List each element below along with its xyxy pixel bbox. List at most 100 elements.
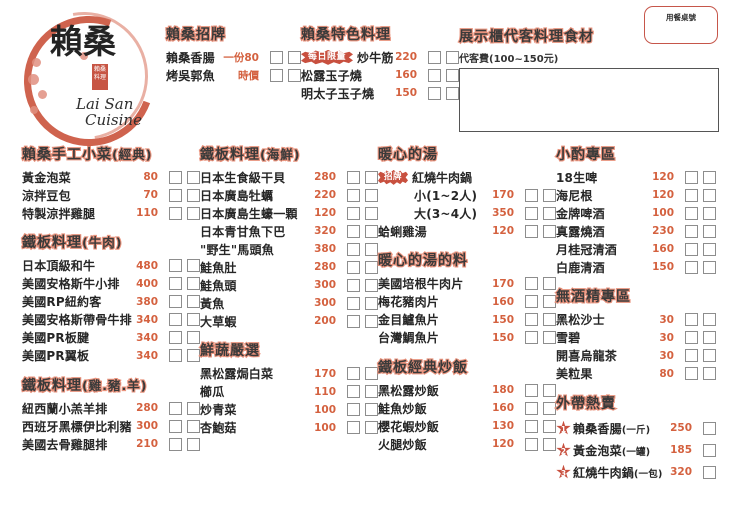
order-checkboxes[interactable] — [680, 331, 716, 345]
order-checkbox[interactable] — [187, 170, 200, 184]
order-checkbox[interactable] — [169, 313, 182, 327]
order-checkboxes[interactable] — [342, 170, 378, 184]
order-checkbox[interactable] — [347, 278, 360, 292]
order-checkbox[interactable] — [347, 242, 360, 256]
order-checkboxes[interactable] — [680, 313, 716, 327]
order-checkbox[interactable] — [187, 277, 200, 291]
order-checkbox[interactable] — [446, 50, 459, 64]
order-checkbox[interactable] — [270, 68, 283, 82]
order-checkbox[interactable] — [347, 385, 360, 399]
order-checkbox[interactable] — [428, 68, 441, 82]
order-checkbox[interactable] — [703, 349, 716, 363]
order-checkboxes[interactable] — [680, 170, 716, 184]
order-checkbox[interactable] — [187, 313, 200, 327]
order-checkboxes[interactable] — [342, 367, 378, 381]
order-checkbox[interactable] — [169, 401, 182, 415]
order-checkbox[interactable] — [703, 224, 716, 238]
order-checkboxes[interactable] — [342, 206, 378, 220]
order-checkbox[interactable] — [543, 313, 556, 327]
order-checkboxes[interactable] — [342, 278, 378, 292]
order-checkbox[interactable] — [543, 206, 556, 220]
order-checkbox[interactable] — [685, 170, 698, 184]
order-checkbox[interactable] — [169, 295, 182, 309]
order-checkbox[interactable] — [365, 403, 378, 417]
order-checkbox[interactable] — [685, 313, 698, 327]
order-checkbox[interactable] — [347, 296, 360, 310]
order-checkbox[interactable] — [525, 206, 538, 220]
order-checkbox[interactable] — [525, 419, 538, 433]
order-checkboxes[interactable] — [164, 170, 200, 184]
order-checkbox[interactable] — [270, 50, 283, 64]
order-checkbox[interactable] — [703, 421, 716, 435]
order-checkbox[interactable] — [703, 206, 716, 220]
order-checkbox[interactable] — [685, 331, 698, 345]
order-checkbox[interactable] — [525, 224, 538, 238]
order-checkboxes[interactable] — [680, 242, 716, 256]
order-checkboxes[interactable] — [698, 443, 716, 457]
order-checkbox[interactable] — [365, 367, 378, 381]
order-checkbox[interactable] — [365, 206, 378, 220]
order-checkboxes[interactable] — [342, 188, 378, 202]
order-checkboxes[interactable] — [265, 68, 301, 82]
order-checkbox[interactable] — [525, 401, 538, 415]
order-checkbox[interactable] — [169, 277, 182, 291]
order-checkbox[interactable] — [187, 295, 200, 309]
order-checkbox[interactable] — [525, 437, 538, 451]
order-checkbox[interactable] — [703, 443, 716, 457]
order-checkbox[interactable] — [543, 331, 556, 345]
order-checkbox[interactable] — [187, 401, 200, 415]
order-checkboxes[interactable] — [423, 50, 459, 64]
order-checkbox[interactable] — [365, 421, 378, 435]
order-checkboxes[interactable] — [520, 401, 556, 415]
order-checkbox[interactable] — [187, 437, 200, 451]
order-checkboxes[interactable] — [698, 465, 716, 479]
order-checkbox[interactable] — [525, 295, 538, 309]
order-checkboxes[interactable] — [423, 86, 459, 100]
order-checkbox[interactable] — [169, 170, 182, 184]
order-checkboxes[interactable] — [164, 295, 200, 309]
order-checkbox[interactable] — [288, 50, 301, 64]
order-checkbox[interactable] — [703, 260, 716, 274]
order-checkbox[interactable] — [347, 224, 360, 238]
order-checkbox[interactable] — [703, 242, 716, 256]
order-checkbox[interactable] — [347, 206, 360, 220]
order-checkbox[interactable] — [365, 242, 378, 256]
order-checkbox[interactable] — [365, 224, 378, 238]
order-checkbox[interactable] — [365, 260, 378, 274]
order-checkbox[interactable] — [169, 331, 182, 345]
order-checkbox[interactable] — [347, 314, 360, 328]
order-checkboxes[interactable] — [520, 206, 556, 220]
order-checkboxes[interactable] — [342, 260, 378, 274]
order-checkboxes[interactable] — [520, 224, 556, 238]
order-checkbox[interactable] — [703, 188, 716, 202]
order-checkbox[interactable] — [525, 188, 538, 202]
showcase-write-in-area[interactable] — [459, 68, 719, 133]
order-checkboxes[interactable] — [423, 68, 459, 82]
order-checkbox[interactable] — [685, 260, 698, 274]
order-checkbox[interactable] — [288, 68, 301, 82]
order-checkboxes[interactable] — [342, 385, 378, 399]
order-checkbox[interactable] — [347, 170, 360, 184]
order-checkbox[interactable] — [543, 383, 556, 397]
order-checkboxes[interactable] — [164, 349, 200, 363]
order-checkbox[interactable] — [703, 367, 716, 381]
order-checkbox[interactable] — [169, 349, 182, 363]
order-checkbox[interactable] — [525, 313, 538, 327]
order-checkbox[interactable] — [365, 314, 378, 328]
order-checkboxes[interactable] — [265, 50, 301, 64]
order-checkbox[interactable] — [347, 367, 360, 381]
order-checkboxes[interactable] — [164, 419, 200, 433]
order-checkbox[interactable] — [187, 331, 200, 345]
order-checkboxes[interactable] — [698, 421, 716, 435]
order-checkboxes[interactable] — [342, 242, 378, 256]
order-checkboxes[interactable] — [342, 314, 378, 328]
order-checkbox[interactable] — [187, 188, 200, 202]
order-checkbox[interactable] — [428, 86, 441, 100]
order-checkboxes[interactable] — [520, 331, 556, 345]
order-checkboxes[interactable] — [520, 383, 556, 397]
order-checkboxes[interactable] — [164, 206, 200, 220]
order-checkboxes[interactable] — [520, 419, 556, 433]
order-checkbox[interactable] — [446, 68, 459, 82]
order-checkbox[interactable] — [169, 206, 182, 220]
order-checkbox[interactable] — [685, 188, 698, 202]
